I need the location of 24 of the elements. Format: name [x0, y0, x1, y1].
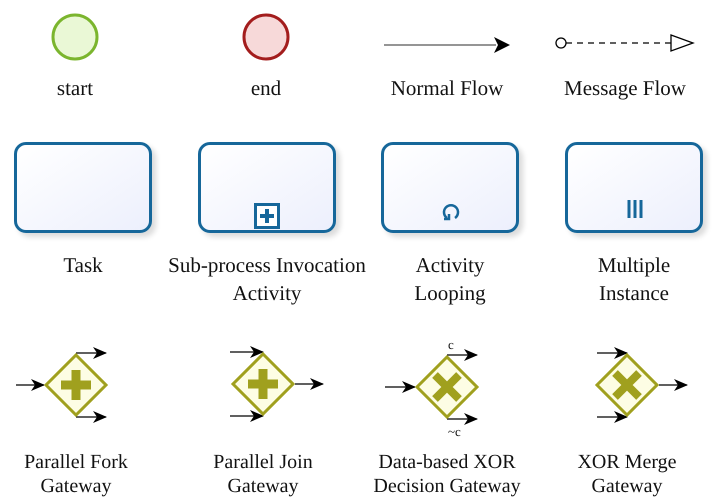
element-label: start [56, 75, 94, 102]
element-label: Sub-process Invocation Activity [167, 252, 367, 307]
sequence-flow-arrow [597, 347, 628, 359]
element-label: Task [62, 252, 104, 279]
sequence-flow-arrow [230, 346, 264, 358]
sequence-flow-arrow [295, 378, 324, 390]
element-label: Parallel Join Gateway [212, 450, 314, 498]
sequence-flow-arrow [447, 349, 478, 361]
sequence-flow-arrow [230, 410, 264, 422]
sequence-flow-arrow [76, 411, 107, 423]
sequence-flow-arrow [16, 379, 45, 391]
element-label: Activity Looping [413, 252, 487, 307]
legend-label: Normal Flow [390, 75, 504, 102]
sequence-flow-arrow [659, 379, 688, 391]
sequence-flow-arrow [597, 411, 628, 423]
sequence-flow-arrow [447, 413, 478, 425]
element-label: XOR Merge Gateway [576, 450, 678, 498]
sequence-flow-arrow [76, 347, 107, 359]
sequence-flow-arrow [385, 381, 416, 393]
element-label: Data-based XOR Decision Gateway [372, 450, 522, 498]
element-label: Multiple Instance [596, 252, 672, 307]
element-label: Parallel Fork Gateway [23, 450, 129, 498]
element-label: end [250, 75, 282, 102]
legend-label: Message Flow [563, 75, 687, 102]
